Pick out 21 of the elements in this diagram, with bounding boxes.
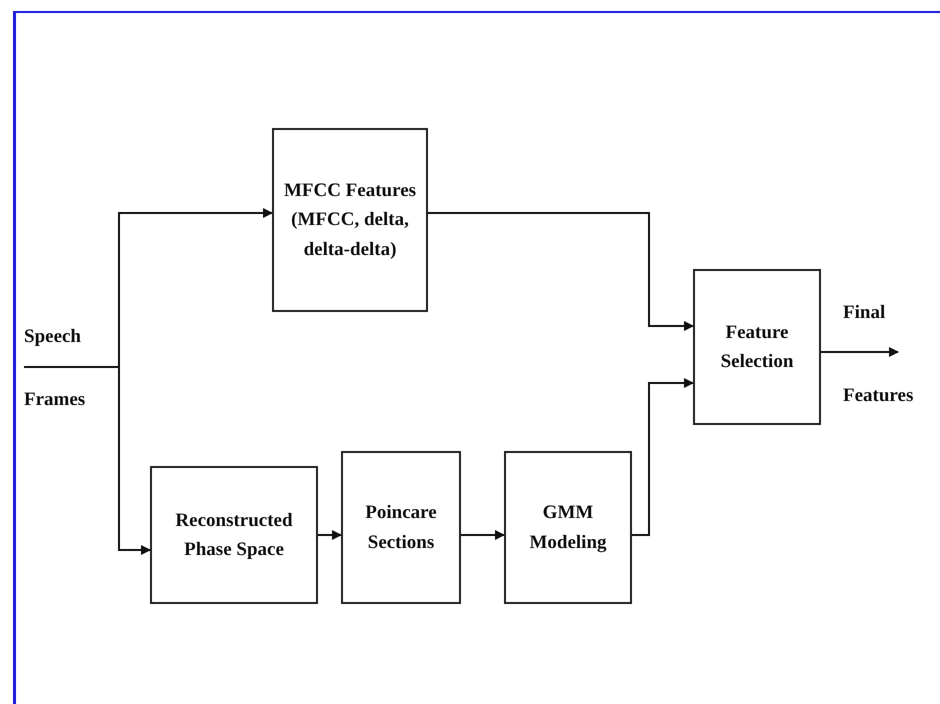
arrow xyxy=(632,378,694,536)
box-label: (MFCC, delta, delta-delta) xyxy=(290,208,410,262)
box-label: Poincare Sections xyxy=(364,501,438,554)
process-box xyxy=(504,451,632,604)
signal-label: Features xyxy=(843,384,914,408)
process-box xyxy=(693,269,821,425)
box-label: MFCC Features xyxy=(284,178,416,203)
signal-label: Frames xyxy=(24,388,86,412)
process-box xyxy=(272,128,428,312)
process-box xyxy=(341,451,461,604)
signal-label: Final xyxy=(843,301,886,325)
box-label: Feature Selection xyxy=(720,320,794,374)
process-box xyxy=(150,466,318,604)
box-label: GMM Modeling xyxy=(528,501,608,554)
arrow xyxy=(318,530,342,540)
arrow xyxy=(428,212,694,331)
box-label: Reconstructed Phase Space xyxy=(174,508,294,562)
signal-label: Speech xyxy=(24,325,81,349)
arrow xyxy=(821,347,899,357)
arrow xyxy=(461,530,505,540)
arrow xyxy=(24,366,151,555)
